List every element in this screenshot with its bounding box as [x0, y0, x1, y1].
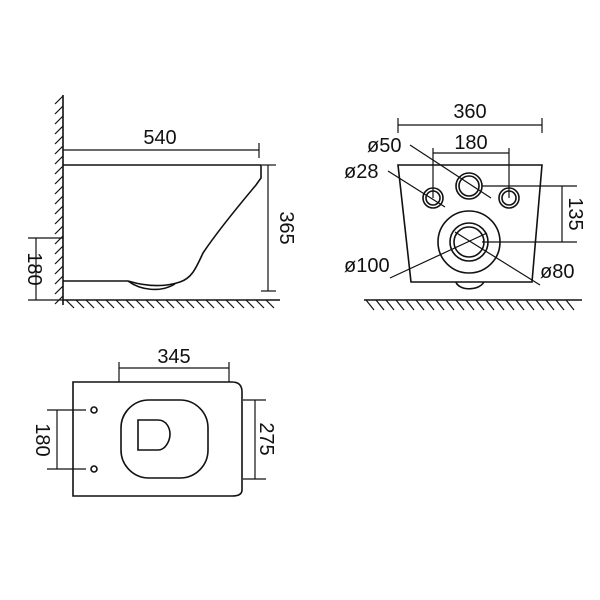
water-inlet-inner	[458, 175, 480, 197]
seat-top-outline	[72, 381, 243, 497]
wall-hatch	[54, 95, 64, 305]
dim-hinge-label: 180	[31, 423, 53, 456]
seat-opening	[120, 399, 209, 479]
leader-outlet-inner	[454, 231, 541, 286]
dim-seat-length-label: 345	[157, 346, 190, 368]
floor-hatch	[365, 299, 575, 311]
leader-inlet	[409, 144, 492, 199]
side-view: 540 365 180	[23, 95, 297, 309]
toilet-side-outline	[63, 164, 262, 287]
leader-bolt-hole	[387, 170, 446, 208]
bolt-hole-diameter-label: ø28	[344, 161, 378, 183]
water-inlet	[455, 172, 483, 200]
dim-outlet-height-label: 180	[23, 252, 45, 285]
hinge-hole-top	[90, 406, 98, 414]
outlet-outer-diameter-label: ø100	[344, 255, 390, 277]
leader-outlet-outer	[389, 232, 488, 279]
dim-width-label: 360	[453, 101, 486, 123]
inlet-diameter-label: ø50	[367, 135, 401, 157]
front-view: 360 180 ø50 ø28 ø100 ø80 135	[344, 101, 586, 311]
toilet-front-outline	[397, 164, 543, 283]
dim-height-label: 365	[275, 211, 297, 244]
hinge-hole-bottom	[90, 465, 98, 473]
top-view: 345 180 275	[31, 346, 277, 497]
dim-seat-width-label: 275	[255, 422, 277, 455]
dim-inlet-outlet-label: 135	[564, 197, 586, 230]
toilet-side-base-curve	[127, 280, 176, 291]
dim-bolt-spacing-label: 180	[454, 132, 487, 154]
outlet-inner-diameter-label: ø80	[540, 261, 574, 283]
toilet-front-base	[455, 281, 485, 290]
dim-length-label: 540	[143, 127, 176, 149]
seat-logo	[137, 419, 171, 451]
floor-hatch	[65, 299, 275, 309]
